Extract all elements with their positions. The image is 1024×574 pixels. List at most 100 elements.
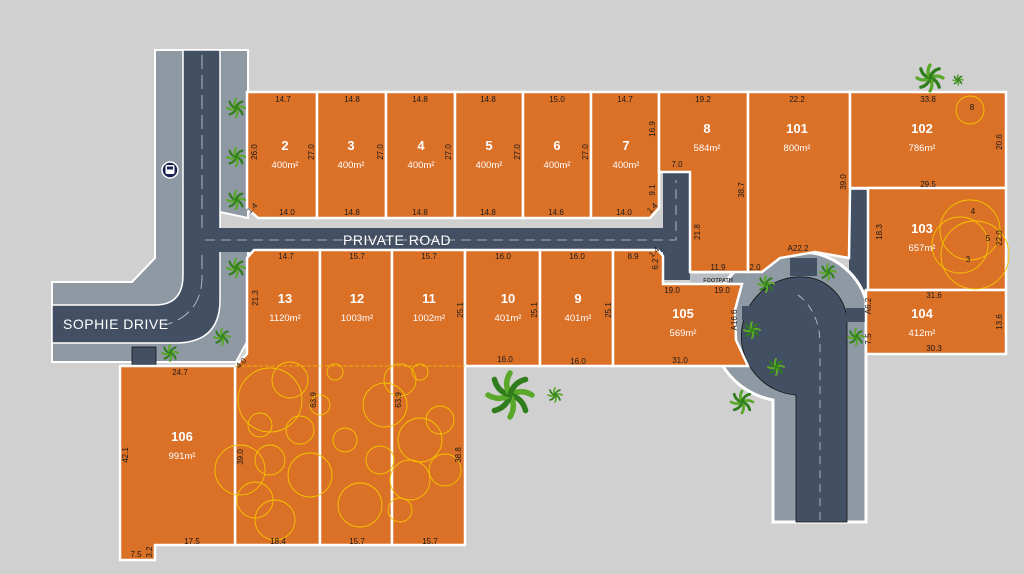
footpath-label: FOOTPATH [703, 278, 732, 284]
lot-2[interactable] [245, 90, 319, 220]
tree-canopy-icon [254, 444, 286, 476]
lot-102[interactable] [848, 90, 1008, 190]
tree-canopy-icon [326, 363, 344, 381]
palm-tree-icon [729, 389, 755, 415]
bus-icon[interactable] [161, 161, 179, 179]
lot-area: 400m² [338, 160, 365, 171]
dimension-label: 15.7 [349, 537, 365, 546]
private-road [200, 172, 868, 290]
dimension-label: A16.6 [730, 309, 739, 330]
dimension-label: 19.0 [714, 286, 730, 295]
dimension-label: 14.7 [617, 95, 633, 104]
lot-area: 400m² [476, 160, 503, 171]
lot-number: 8 [703, 121, 710, 136]
lot-area: 412m² [909, 328, 936, 339]
palm-tree-icon [485, 370, 535, 420]
lot-number: 13 [278, 291, 292, 306]
lot-103[interactable] [866, 186, 1008, 292]
dimension-label: 7.5 [864, 333, 873, 345]
dimension-label: 2.0 [749, 263, 761, 272]
lot-104[interactable] [864, 288, 1008, 356]
dimension-label: 63.9 [394, 392, 403, 408]
tree-canopy-icon [383, 363, 417, 397]
lot-number: 6 [553, 138, 560, 153]
lot-number: 101 [786, 121, 808, 136]
lot-area: 400m² [613, 160, 640, 171]
lot-number: 2 [281, 138, 288, 153]
lot-9[interactable] [538, 248, 615, 368]
tree-canopy-icon [939, 199, 1001, 261]
tree-canopy-icon [362, 382, 408, 428]
footpath [690, 274, 746, 284]
dimension-label: 19.0 [664, 286, 680, 295]
private-road-label: PRIVATE ROAD [343, 232, 451, 248]
palm-tree-icon [819, 263, 837, 281]
dimension-label: 3 [966, 255, 971, 264]
dimension-label: 38.8 [454, 447, 463, 463]
lot-area: 786m² [909, 143, 936, 154]
lot-number: 9 [574, 291, 581, 306]
dimension-label: 27.0 [376, 144, 385, 160]
tree-canopy-icon [254, 499, 296, 541]
tree-canopy-icon [397, 417, 443, 463]
tree-canopy-icon [285, 415, 315, 445]
dimension-label: 16.0 [497, 355, 513, 364]
dimension-label: 8.9 [627, 252, 639, 261]
lot-105[interactable] [611, 248, 750, 368]
dimension-label: 4 [971, 207, 976, 216]
dimension-label: 3.2 [145, 546, 154, 558]
dimension-label: 14.0 [279, 208, 295, 217]
lot-area: 800m² [784, 143, 811, 154]
lot-area: 1003m² [341, 313, 373, 324]
dimension-label: 38.7 [737, 182, 746, 198]
tree-canopy-icon [287, 452, 333, 498]
dimension-label: 18.3 [875, 224, 884, 240]
dimension-label: 31.0 [672, 356, 688, 365]
palm-tree-icon [225, 257, 247, 279]
lot-106[interactable] [118, 364, 237, 562]
tree-canopy-icon [389, 459, 431, 501]
dimension-label: 16.0 [495, 252, 511, 261]
dimension-label: 22.2 [789, 95, 805, 104]
lot-number: 11 [422, 291, 436, 306]
dimension-label: 27.0 [444, 144, 453, 160]
lot-number: 3 [347, 138, 354, 153]
dimension-label: 14.0 [616, 208, 632, 217]
lot-3[interactable] [315, 90, 388, 220]
lot-number: 12 [350, 291, 364, 306]
lot-5[interactable] [453, 90, 525, 220]
dimension-label: 29.5 [920, 180, 936, 189]
lot-11[interactable] [390, 248, 467, 547]
dimension-label: 25.1 [456, 302, 465, 318]
dimension-label: 26.0 [250, 144, 259, 160]
dimension-label: 33.8 [920, 95, 936, 104]
dimension-label: 27.0 [581, 144, 590, 160]
lot-7[interactable] [589, 90, 661, 220]
dimension-label: 20.6 [995, 134, 1004, 150]
dimension-label: 14.8 [412, 208, 428, 217]
tree-canopy-icon [214, 444, 266, 496]
dimension-label: 14.8 [344, 208, 360, 217]
dimension-label: A22.2 [788, 244, 809, 253]
lot-area: 400m² [272, 160, 299, 171]
dimension-label: 16.9 [648, 121, 657, 137]
dimension-label: 18.4 [270, 537, 286, 546]
dimension-label: 6.2 [651, 258, 660, 270]
dimension-label: 25.1 [604, 302, 613, 318]
lot-10[interactable] [463, 248, 542, 368]
tree-canopy-icon [955, 95, 985, 125]
dimension-label: 25.1 [530, 302, 539, 318]
dimension-label: 15.7 [422, 537, 438, 546]
lot-6[interactable] [521, 90, 593, 220]
lot-area: 1120m² [269, 313, 301, 324]
dimension-label: 14.6 [548, 208, 564, 217]
dimension-label: A6.2 [864, 297, 873, 314]
lot-number: 5 [485, 138, 492, 153]
dimension-label: 22.0 [995, 230, 1004, 246]
tree-canopy-icon [365, 445, 395, 475]
palm-tree-icon [161, 344, 179, 362]
lot-4[interactable] [384, 90, 457, 220]
dimension-label: 14.7 [278, 252, 294, 261]
palm-tree-icon [757, 275, 775, 293]
